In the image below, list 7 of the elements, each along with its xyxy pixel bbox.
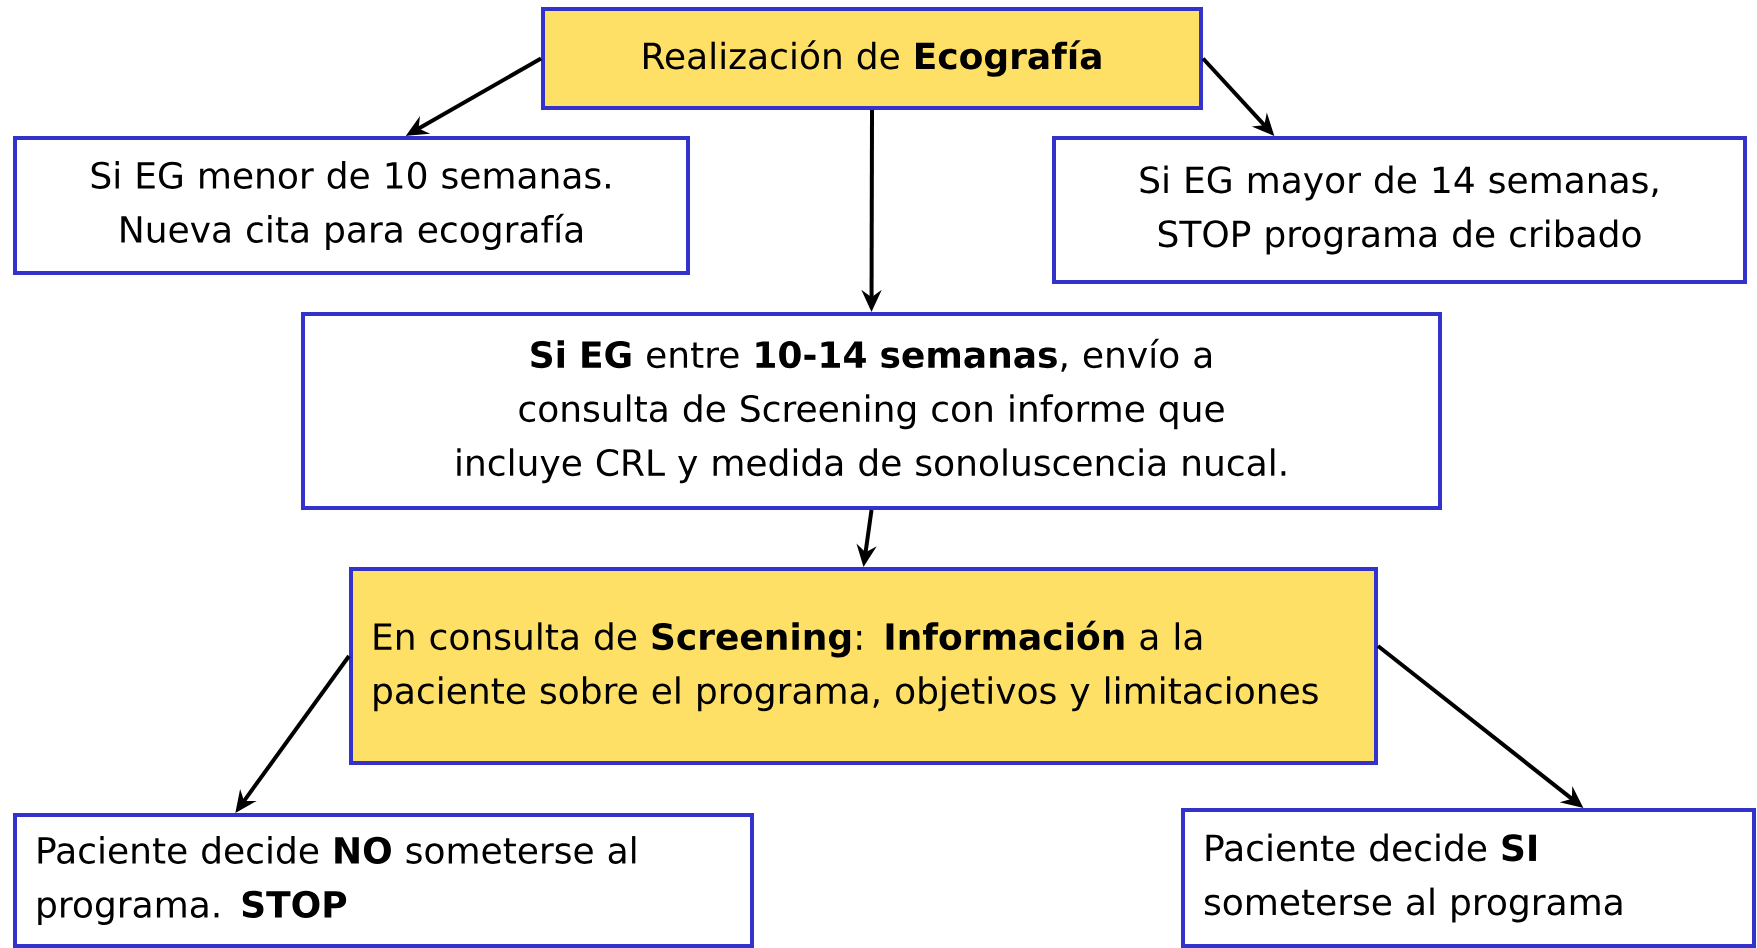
process-box: Si EG mayor de 14 semanas, STOP programa de cribado bbox=[1052, 136, 1747, 284]
process-box: Si EG entre 10-14 semanas, envío a consulta de Screening con informe que incluye CRL y medida de sonoluscencia nucal. bbox=[301, 312, 1442, 510]
process-box: Paciente decide NO someterse al programa. STOP bbox=[13, 813, 754, 948]
process-box: En consulta de Screening: Información a la paciente sobre el programa, objetivos y limitaciones bbox=[349, 567, 1378, 765]
process-box: Si EG menor de 10 semanas. Nueva cita para ecografía bbox=[13, 136, 690, 275]
process-box: Realización de Ecografía bbox=[541, 7, 1203, 110]
process-box: Paciente decide SI someterse al programa bbox=[1181, 808, 1756, 948]
